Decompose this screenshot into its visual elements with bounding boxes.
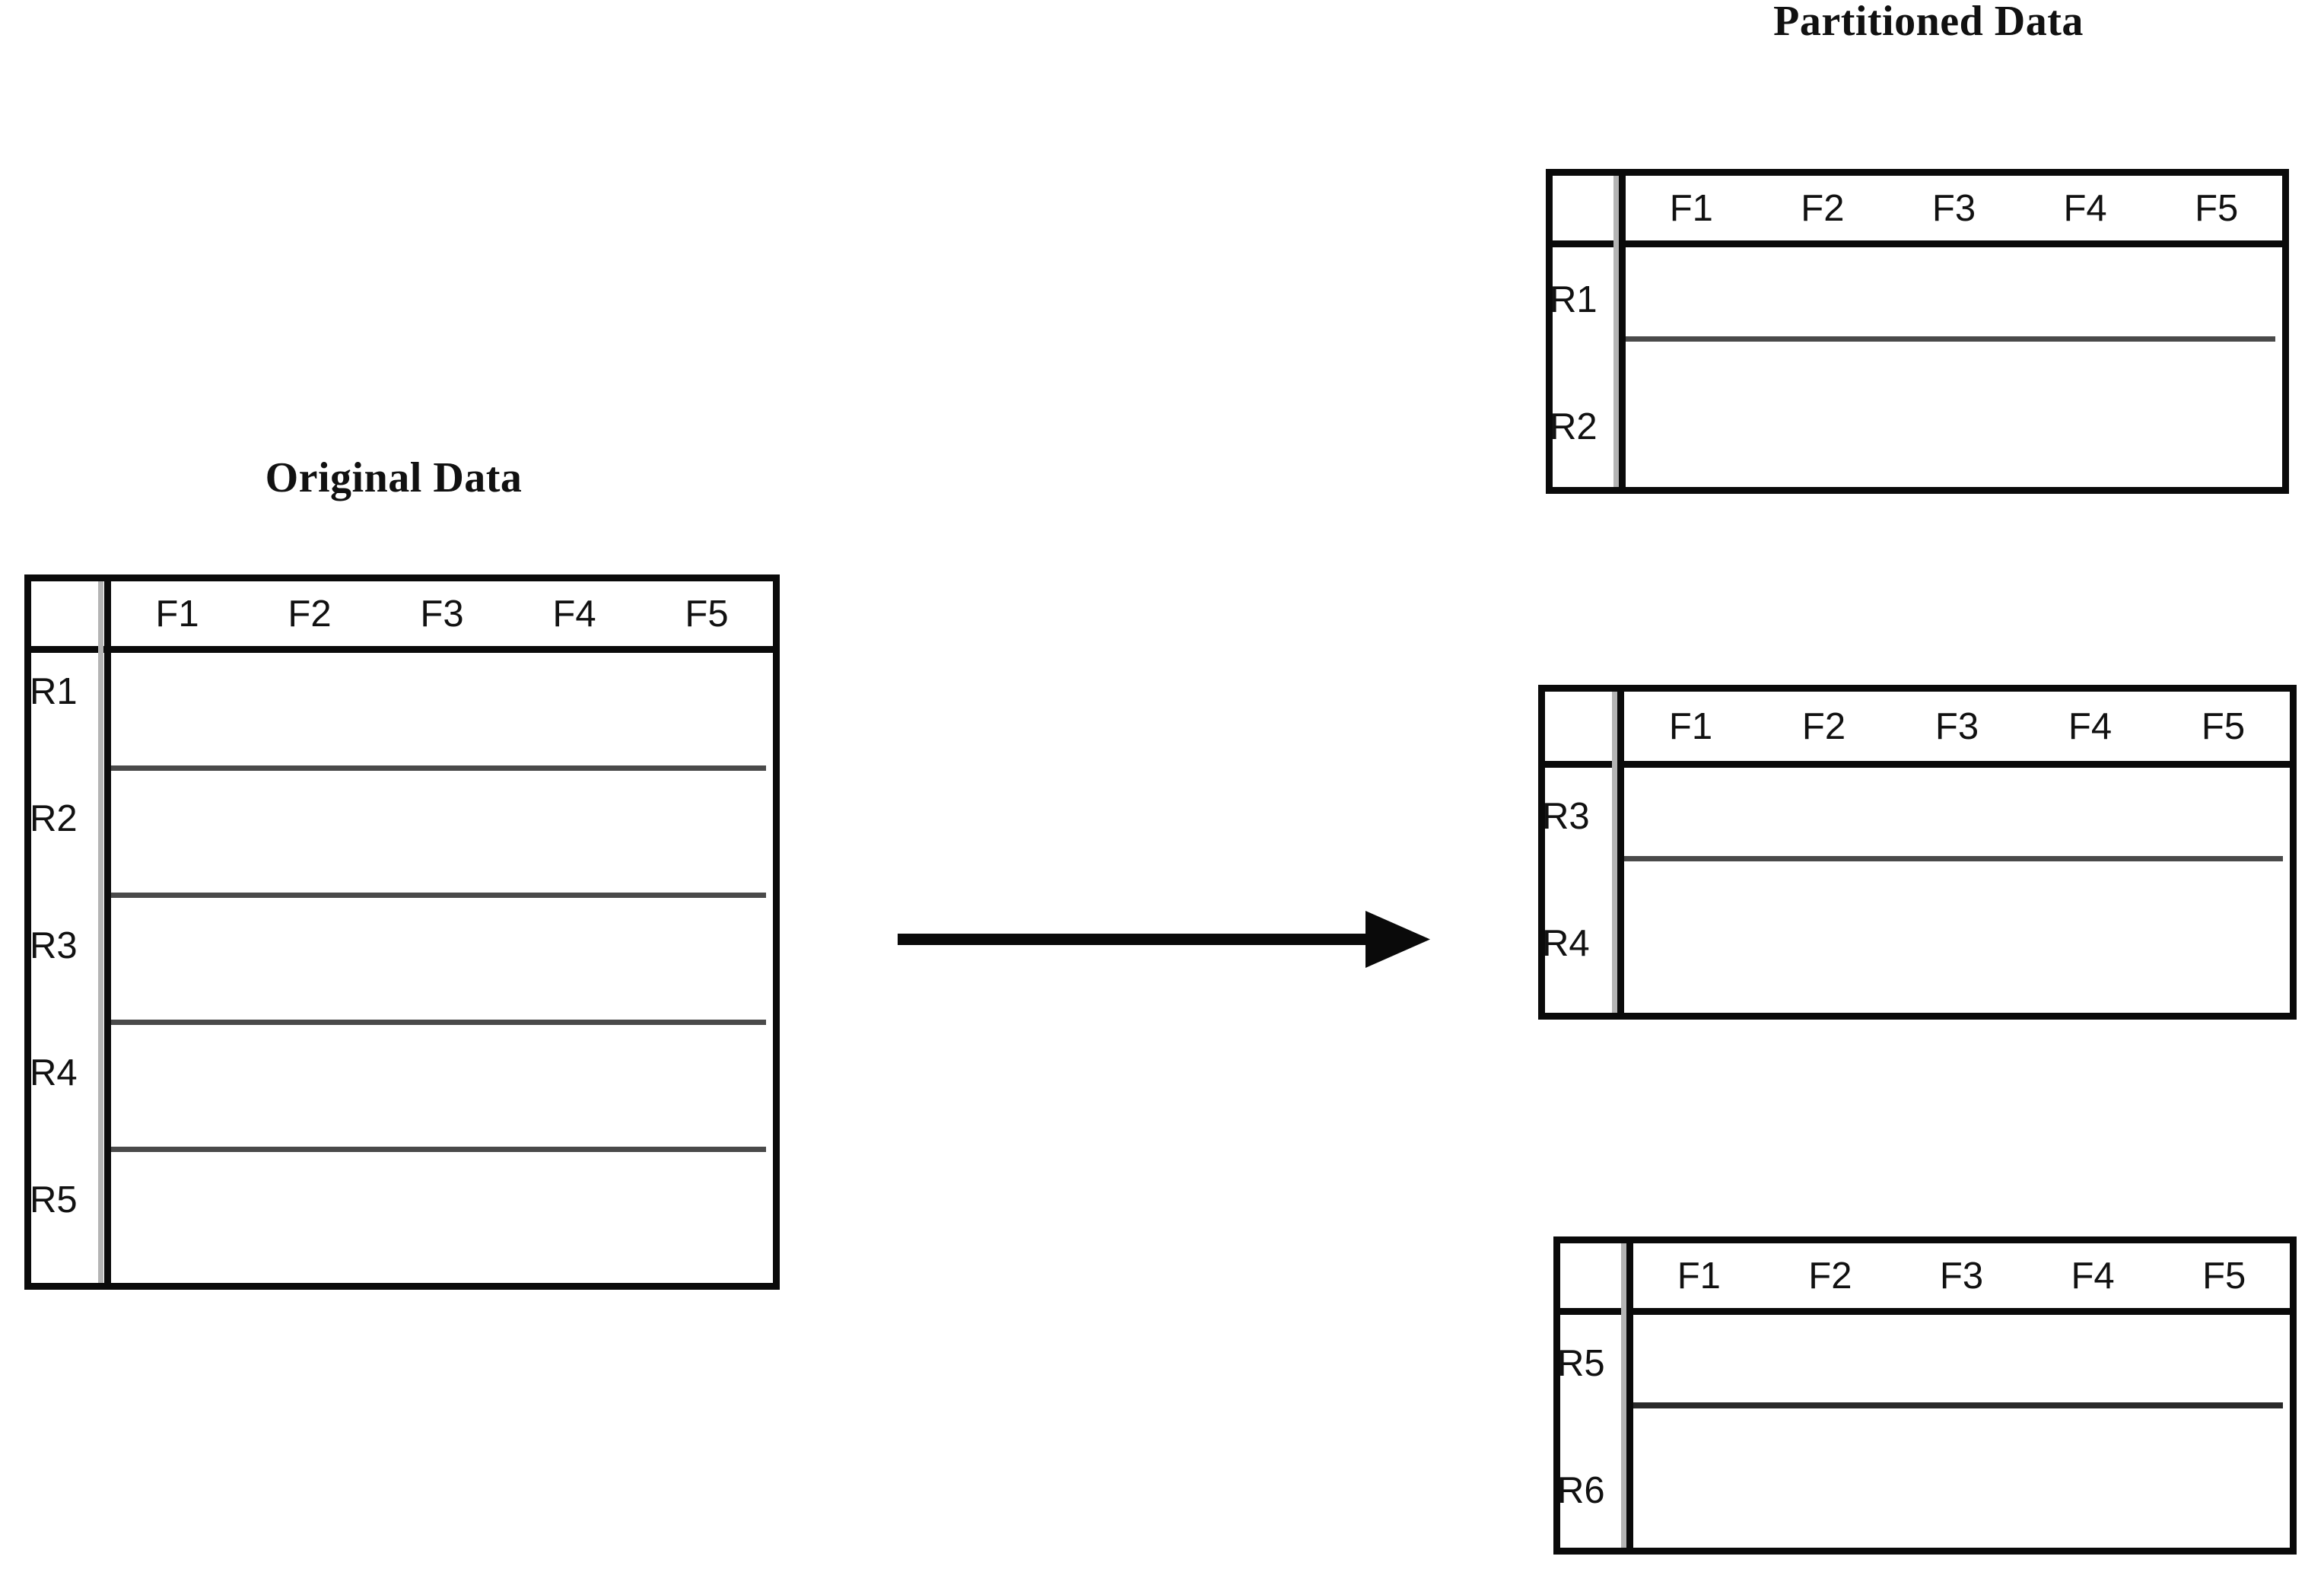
column-header-f1: F1 bbox=[1669, 187, 1713, 229]
partition-3-column-headers: F1 F2 F3 F4 F5 bbox=[1633, 1243, 2290, 1308]
row-label-r6: R6 bbox=[1557, 1470, 1605, 1511]
column-header-f3: F3 bbox=[420, 593, 464, 635]
column-header-f2: F2 bbox=[1808, 1255, 1852, 1297]
original-data-title: Original Data bbox=[265, 454, 523, 501]
column-header-f4: F4 bbox=[2071, 1255, 2115, 1297]
row-label-r3: R3 bbox=[30, 925, 78, 966]
original-table-row-separator-2 bbox=[111, 893, 766, 898]
partition-1-label-divider-shadow bbox=[1613, 176, 1619, 487]
column-header-f3: F3 bbox=[1935, 705, 1979, 747]
column-header-f5: F5 bbox=[2201, 705, 2246, 747]
original-table-row-separator-4 bbox=[111, 1147, 766, 1152]
row-label-r4: R4 bbox=[1542, 923, 1590, 964]
arrow-head bbox=[1365, 911, 1430, 968]
original-data-table: F1 F2 F3 F4 F5 R1 R2 R3 R4 R5 bbox=[24, 574, 780, 1290]
arrow-shaft bbox=[898, 934, 1385, 945]
column-header-f2: F2 bbox=[288, 593, 332, 635]
transform-arrow bbox=[898, 911, 1430, 968]
row-label-r5: R5 bbox=[1557, 1343, 1605, 1384]
column-header-f3: F3 bbox=[1931, 187, 1976, 229]
row-label-r4: R4 bbox=[30, 1052, 78, 1093]
partitioned-data-title: Partitioned Data bbox=[1773, 0, 2084, 45]
partition-1-header-row: F1 F2 F3 F4 F5 bbox=[1553, 176, 2282, 247]
row-label-r2: R2 bbox=[30, 798, 78, 839]
column-header-f1: F1 bbox=[1668, 705, 1713, 747]
partition-1-column-headers: F1 F2 F3 F4 F5 bbox=[1626, 176, 2282, 240]
partition-3-label-divider bbox=[1626, 1243, 1633, 1548]
partition-table-2: F1 F2 F3 F4 F5 R3 R4 bbox=[1538, 685, 2297, 1020]
partition-2-column-headers: F1 F2 F3 F4 F5 bbox=[1624, 692, 2290, 761]
row-label-r1: R1 bbox=[30, 671, 78, 712]
partition-2-label-divider bbox=[1617, 692, 1624, 1013]
partition-2-row-separator-1 bbox=[1624, 856, 2283, 861]
column-header-f4: F4 bbox=[552, 593, 596, 635]
column-header-f5: F5 bbox=[685, 593, 729, 635]
column-header-f1: F1 bbox=[1677, 1255, 1721, 1297]
partition-3-row-separator-1 bbox=[1633, 1402, 2283, 1408]
partition-2-label-divider-shadow bbox=[1612, 692, 1617, 1013]
column-header-f5: F5 bbox=[2195, 187, 2239, 229]
column-header-f5: F5 bbox=[2202, 1255, 2246, 1297]
partition-2-header-row: F1 F2 F3 F4 F5 bbox=[1545, 692, 2290, 768]
partition-table-1: F1 F2 F3 F4 F5 R1 R2 bbox=[1546, 169, 2289, 494]
row-label-r2: R2 bbox=[1550, 406, 1598, 447]
partition-1-label-divider bbox=[1619, 176, 1626, 487]
row-label-r3: R3 bbox=[1542, 796, 1590, 837]
row-label-r1: R1 bbox=[1550, 279, 1598, 320]
partition-1-row-separator-1 bbox=[1626, 336, 2275, 342]
original-table-label-divider-shadow bbox=[98, 581, 103, 1283]
original-table-column-headers: F1 F2 F3 F4 F5 bbox=[111, 581, 773, 646]
column-header-f2: F2 bbox=[1801, 705, 1846, 747]
partition-3-header-row: F1 F2 F3 F4 F5 bbox=[1560, 1243, 2290, 1315]
original-table-label-divider bbox=[104, 581, 111, 1283]
original-table-row-separator-1 bbox=[111, 765, 766, 771]
row-label-r5: R5 bbox=[30, 1179, 78, 1221]
column-header-f2: F2 bbox=[1801, 187, 1845, 229]
original-table-row-separator-3 bbox=[111, 1020, 766, 1025]
partition-table-3: F1 F2 F3 F4 F5 R5 R6 bbox=[1553, 1236, 2297, 1555]
column-header-f4: F4 bbox=[2063, 187, 2107, 229]
column-header-f1: F1 bbox=[155, 593, 199, 635]
original-table-header-row: F1 F2 F3 F4 F5 bbox=[31, 581, 773, 653]
column-header-f4: F4 bbox=[2068, 705, 2113, 747]
partition-3-label-divider-shadow bbox=[1621, 1243, 1626, 1548]
column-header-f3: F3 bbox=[1939, 1255, 1984, 1297]
